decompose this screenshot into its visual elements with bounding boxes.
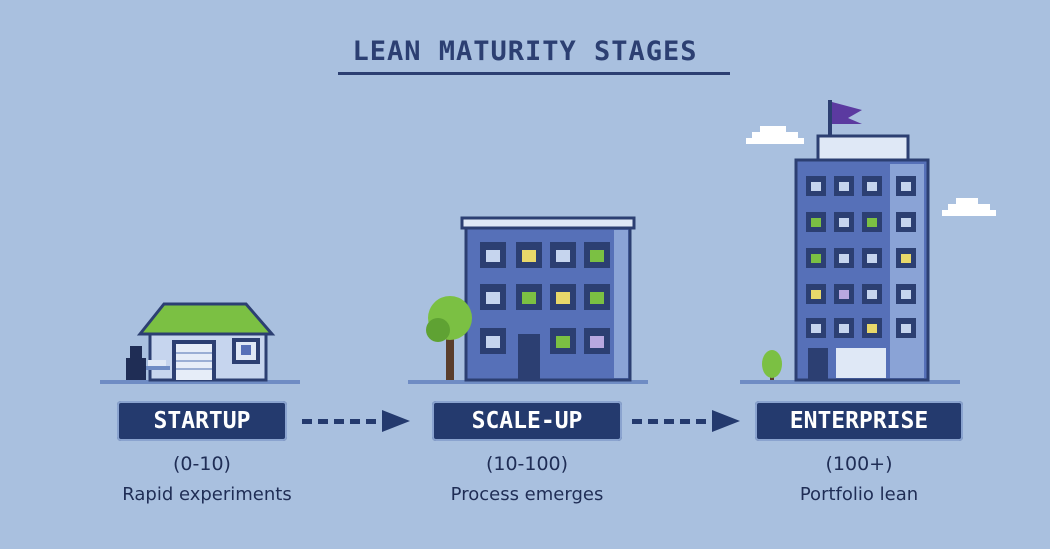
dashed-arrow-icon bbox=[632, 410, 740, 432]
stage-range-enterprise: (100+) bbox=[825, 453, 893, 475]
ground-line bbox=[740, 380, 960, 384]
stage-range-startup: (0-10) bbox=[173, 453, 231, 475]
stage-desc-startup: Rapid experiments bbox=[122, 484, 292, 505]
stage-badge-startup: STARTUP bbox=[117, 401, 287, 441]
stage-range-scale-up: (10-100) bbox=[485, 453, 569, 475]
stage-badge-enterprise: ENTERPRISE bbox=[755, 401, 963, 441]
ground-line bbox=[100, 380, 300, 384]
stage-desc-enterprise: Portfolio lean bbox=[799, 484, 919, 505]
dashed-arrow-icon bbox=[302, 410, 410, 432]
ground-line bbox=[408, 380, 648, 384]
bush-icon bbox=[762, 350, 782, 380]
tree-icon bbox=[426, 296, 472, 380]
stage-badge-scale-up: SCALE-UP bbox=[432, 401, 622, 441]
skyscraper-icon bbox=[794, 100, 930, 382]
stage-desc-scale-up: Process emerges bbox=[450, 484, 604, 505]
door-icon bbox=[518, 334, 540, 380]
cloud-icon bbox=[942, 198, 996, 216]
skyscraper-window-lights bbox=[811, 182, 911, 333]
office-window-lights bbox=[486, 250, 604, 348]
title-underline bbox=[338, 72, 730, 75]
page-title: LEAN MATURITY STAGES bbox=[352, 36, 698, 67]
house-garage-icon bbox=[126, 302, 276, 382]
cloud-icon bbox=[746, 126, 804, 144]
